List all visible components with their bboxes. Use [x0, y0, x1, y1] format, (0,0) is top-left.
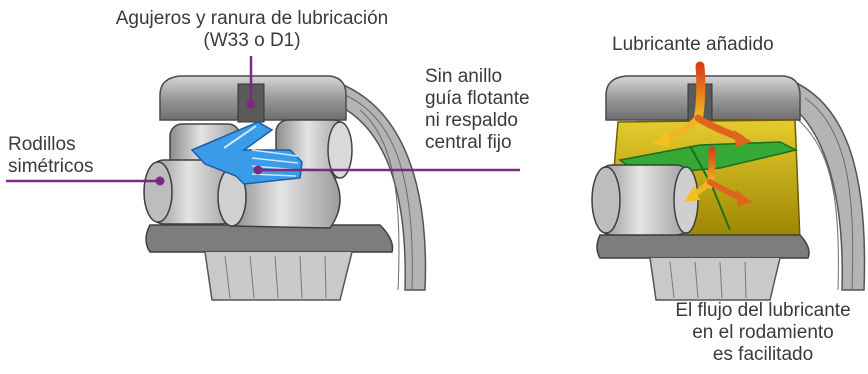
right-outer-ring-sweep: [776, 79, 866, 291]
left-inner-ring: [145, 224, 394, 253]
left-front-rollers: [143, 159, 341, 229]
label-lube-holes-line1: Agujeros y ranura de lubricación: [115, 8, 389, 29]
label-lube-holes-line2: (W33 o D1): [203, 30, 301, 51]
label-lube-holes: Agujeros y ranura de lubricación (W33 o …: [96, 8, 408, 52]
left-bearing: [143, 75, 427, 301]
callout-lines: [6, 56, 520, 186]
label-flow-facilitated-line1: El flujo del lubricante: [675, 300, 851, 321]
label-symmetric-rollers: Rodillos simétricos: [8, 134, 94, 178]
right-bearing: [591, 61, 866, 301]
label-no-guide-ring-line1: Sin anillo: [425, 66, 503, 87]
lubricant-flow-arrows: [652, 61, 752, 206]
label-no-guide-ring: Sin anillo guía flotante ni respaldo cen…: [425, 66, 530, 154]
left-blue-cage-highlight: [190, 121, 303, 185]
label-flow-facilitated-line3: es facilitado: [712, 344, 814, 365]
label-flow-facilitated-line2: en el rodamiento: [692, 322, 834, 343]
label-no-guide-ring-line4: central fijo: [425, 132, 512, 153]
label-symmetric-rollers-line1: Rodillos: [8, 134, 76, 155]
right-front-roller: [591, 164, 699, 236]
label-symmetric-rollers-line2: simétricos: [8, 156, 94, 177]
label-no-guide-ring-line2: guía flotante: [425, 88, 530, 109]
label-lubricant-added: Lubricante añadido: [612, 34, 774, 55]
label-no-guide-ring-line3: ni respaldo: [425, 110, 518, 131]
label-flow-facilitated: El flujo del lubricante en el rodamiento…: [660, 300, 866, 366]
